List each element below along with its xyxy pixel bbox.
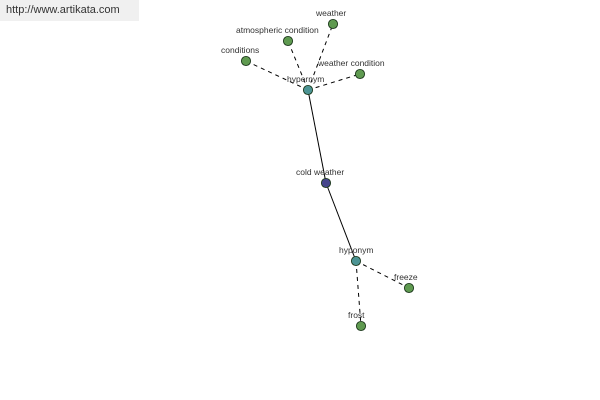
edge-cold-hyper (307, 89, 327, 184)
nodes-layer (240, 18, 415, 332)
node-conditions[interactable] (240, 55, 252, 67)
node-label-cold[interactable]: cold weather (296, 167, 344, 177)
source-url-banner[interactable]: http://www.artikata.com (0, 0, 139, 21)
edge-hyper-weather (307, 23, 334, 91)
edge-hyper-wcond (307, 73, 361, 91)
node-label-hyper[interactable]: hypernym (287, 74, 324, 84)
edge-hyper-atmos (287, 40, 309, 91)
node-hyper[interactable] (302, 84, 314, 96)
node-label-hypo[interactable]: hyponym (339, 245, 374, 255)
node-freeze[interactable] (403, 282, 415, 294)
edge-hypo-frost (355, 260, 362, 327)
node-wcond[interactable] (354, 68, 366, 80)
node-hypo[interactable] (350, 255, 362, 267)
node-label-weather[interactable]: weather (315, 8, 346, 18)
node-label-wcond[interactable]: weather condition (317, 58, 385, 68)
edge-cold-hypo (325, 182, 357, 262)
node-weather[interactable] (327, 18, 339, 30)
node-label-atmos[interactable]: atmospheric condition (236, 25, 319, 35)
node-frost[interactable] (355, 320, 367, 332)
node-label-frost[interactable]: frost (348, 310, 365, 320)
edges-layer (245, 23, 410, 327)
node-label-freeze[interactable]: freeze (394, 272, 418, 282)
node-label-conditions[interactable]: conditions (221, 45, 259, 55)
source-url-text[interactable]: http://www.artikata.com (6, 4, 120, 16)
edge-hyper-conditions (245, 60, 309, 91)
node-cold[interactable] (320, 177, 332, 189)
labels-layer: cold weather hypernym hyponym weather atmosp… (221, 8, 418, 320)
edge-hypo-freeze (355, 260, 410, 289)
node-atmos[interactable] (282, 35, 294, 47)
